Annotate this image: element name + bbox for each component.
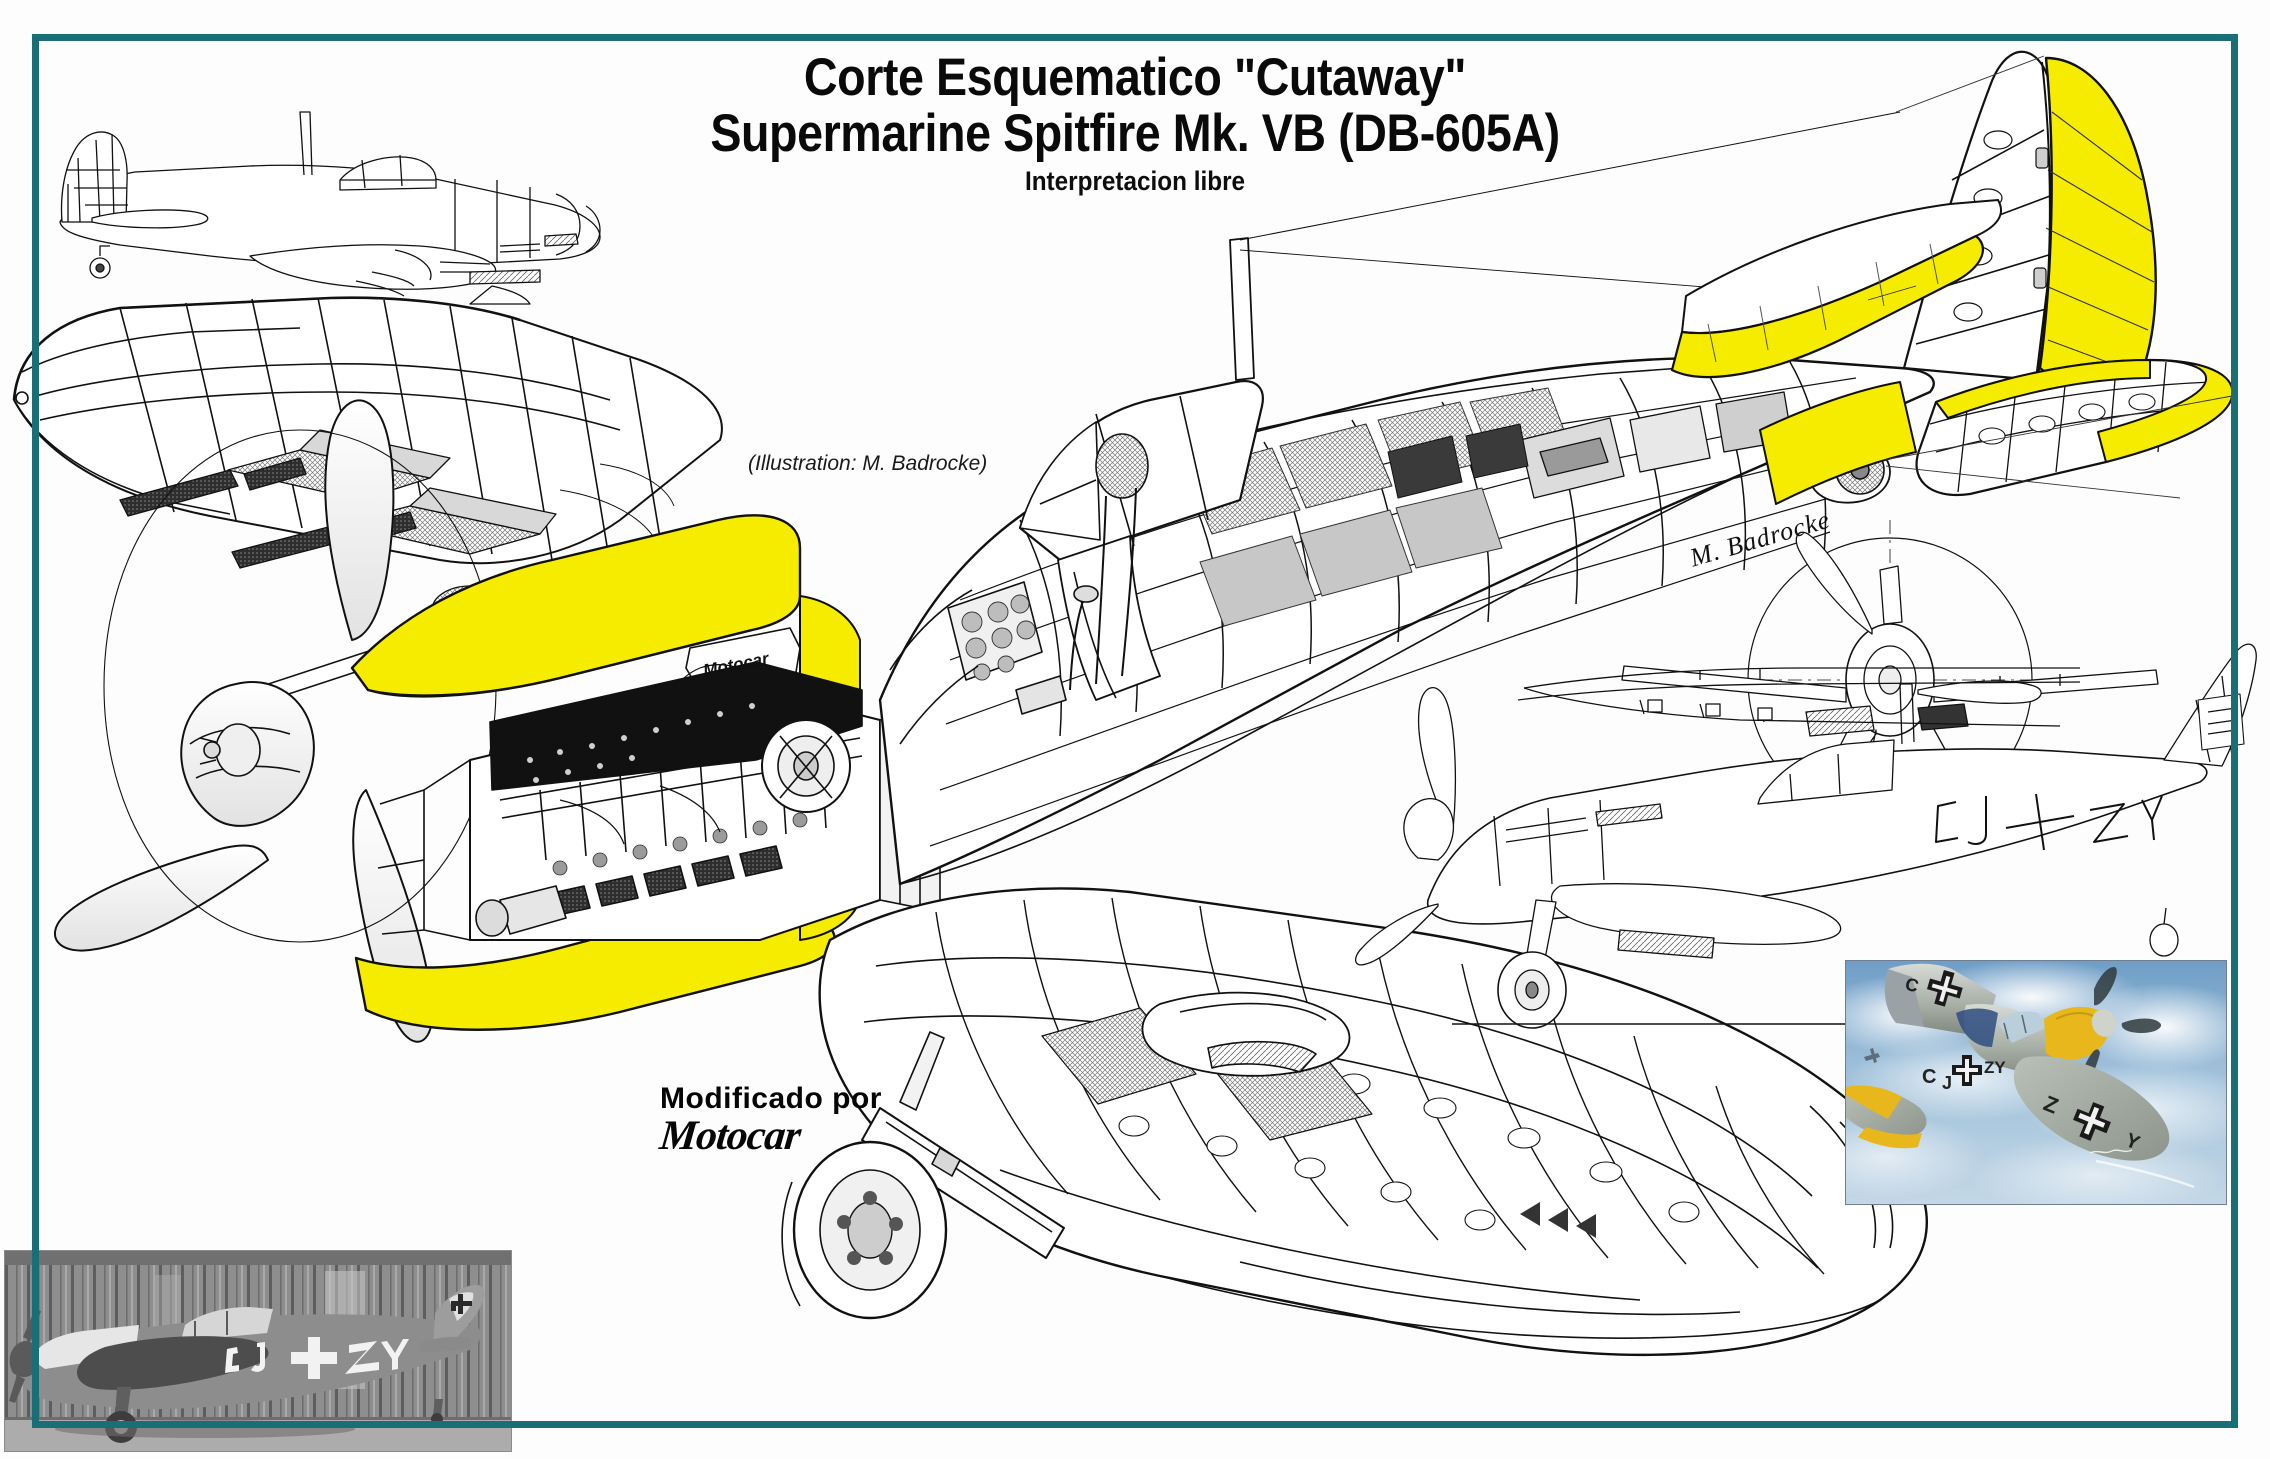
svg-text:J: J <box>1942 1073 1952 1093</box>
title-subtitle: Interpretacion libre <box>1024 166 1246 197</box>
motocar-brand-logo: Motocar <box>657 1113 803 1159</box>
modified-by-credit: Modificado por Motocar <box>657 1082 882 1160</box>
main-undercarriage <box>781 1031 1065 1320</box>
title-line-1: Corte Esquematico "Cutaway" <box>803 48 1467 107</box>
svg-text:C: C <box>1903 974 1921 997</box>
illustration-credit: (Illustration: M. Badrocke) <box>748 452 988 475</box>
cockpit-section <box>889 380 1264 745</box>
colour-artwork: C J C J ZY Z <box>1845 960 2227 1205</box>
radiator-and-belly <box>1141 991 1351 1077</box>
modified-by-label: Modificado por <box>660 1082 882 1115</box>
page-title: Corte Esquematico "Cutaway" Supermarine … <box>0 48 2270 197</box>
side-profile-line-drawing <box>59 111 601 305</box>
plan-view-wing-drawing <box>1517 667 2081 727</box>
tail-assembly <box>1670 50 2234 505</box>
title-line-2: Supermarine Spitfire Mk. VB (DB-605A) <box>710 104 1560 164</box>
svg-text:C: C <box>1922 1066 1936 1088</box>
starboard-side-profile-drawing <box>1355 643 2257 1029</box>
black-and-white-photograph <box>4 1250 512 1452</box>
svg-text:ZY: ZY <box>1984 1058 2006 1077</box>
